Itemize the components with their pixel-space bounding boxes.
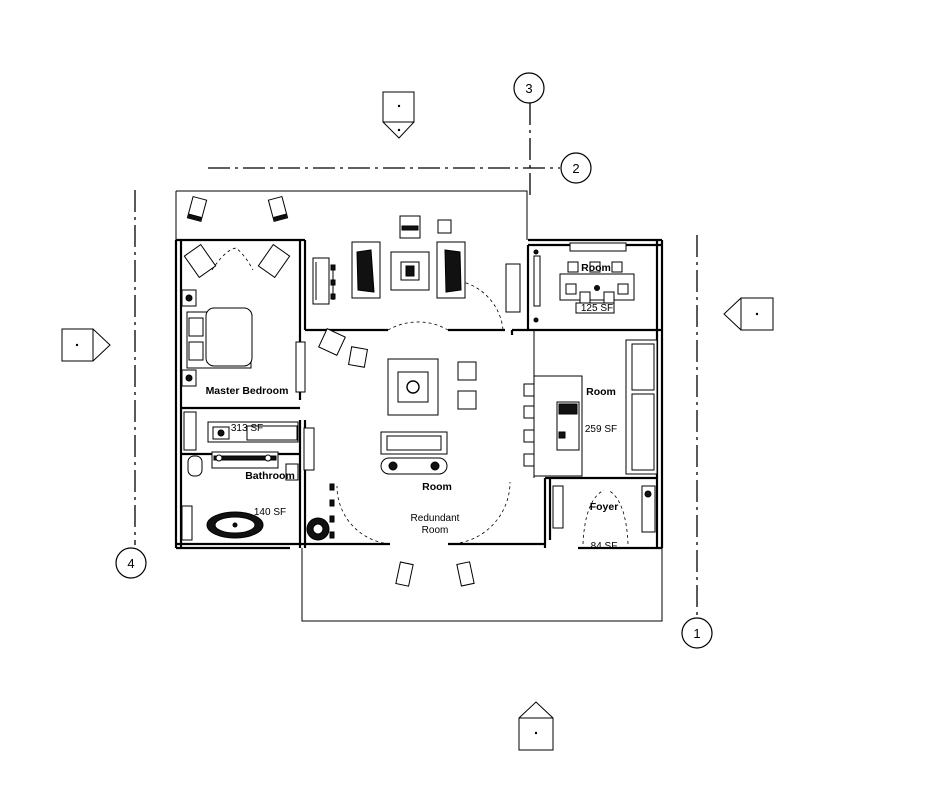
svg-text:Room: Room (422, 481, 452, 493)
north-porch-chair[interactable] (267, 195, 289, 223)
north-porch-chair[interactable] (186, 195, 208, 223)
dining-misc (533, 242, 627, 323)
dining-table[interactable] (559, 261, 635, 314)
svg-text:Master Bedroom: Master Bedroom (206, 385, 289, 397)
bed[interactable] (186, 307, 253, 369)
svg-text:140 SF: 140 SF (254, 507, 286, 518)
grid-bubble-2[interactable]: 2 (560, 152, 592, 184)
grid-bubble-4[interactable]: 4 (115, 547, 147, 579)
room-label-master-bedroom[interactable]: Master Bedroom 313 SF (206, 385, 289, 434)
room-label-foyer[interactable]: Foyer 84 SF (590, 501, 619, 552)
svg-text:Room: Room (586, 386, 616, 398)
elevation-marker-west[interactable] (61, 328, 111, 362)
svg-text:4: 4 (127, 556, 134, 571)
south-porch-chair[interactable] (456, 561, 475, 587)
exterior-walls (174, 190, 664, 622)
bathroom-fixtures (181, 451, 335, 541)
svg-text:Room: Room (581, 262, 611, 274)
svg-text:3: 3 (525, 81, 532, 96)
svg-text:Redundant: Redundant (411, 513, 460, 524)
svg-text:Foyer: Foyer (590, 501, 619, 513)
south-porch-chair[interactable] (395, 561, 414, 587)
room-label-dining[interactable]: Room 125 SF (581, 262, 613, 314)
interior-walls (181, 240, 662, 548)
room-label-living[interactable]: Room (422, 481, 452, 493)
grid-bubble-3[interactable]: 3 (513, 72, 545, 104)
elevation-marker-east[interactable] (723, 297, 774, 331)
svg-text:Bathroom: Bathroom (245, 470, 295, 482)
elevation-marker-north[interactable] (382, 91, 415, 139)
room-label-kitchen[interactable]: Room 259 SF (585, 386, 617, 435)
svg-text:259 SF: 259 SF (585, 424, 617, 435)
svg-text:Room: Room (422, 525, 449, 536)
elevation-marker-south[interactable] (518, 701, 554, 751)
room-label-redundant[interactable]: Redundant Room (411, 513, 460, 536)
sunroom-furniture (312, 215, 521, 313)
bedroom-furniture (181, 243, 369, 471)
svg-text:2: 2 (572, 161, 579, 176)
svg-text:84 SF: 84 SF (591, 541, 618, 552)
svg-text:125 SF: 125 SF (581, 303, 613, 314)
svg-text:313 SF: 313 SF (231, 423, 263, 434)
grid-bubble-1[interactable]: 1 (681, 617, 713, 649)
foyer-fixtures (552, 485, 656, 533)
living-room-furniture (380, 358, 477, 475)
door-swings (211, 247, 629, 545)
room-label-bathroom[interactable]: Bathroom 140 SF (245, 470, 295, 518)
kitchen-fixtures (523, 339, 658, 477)
grid-lines (134, 103, 698, 620)
svg-text:1: 1 (693, 626, 700, 641)
